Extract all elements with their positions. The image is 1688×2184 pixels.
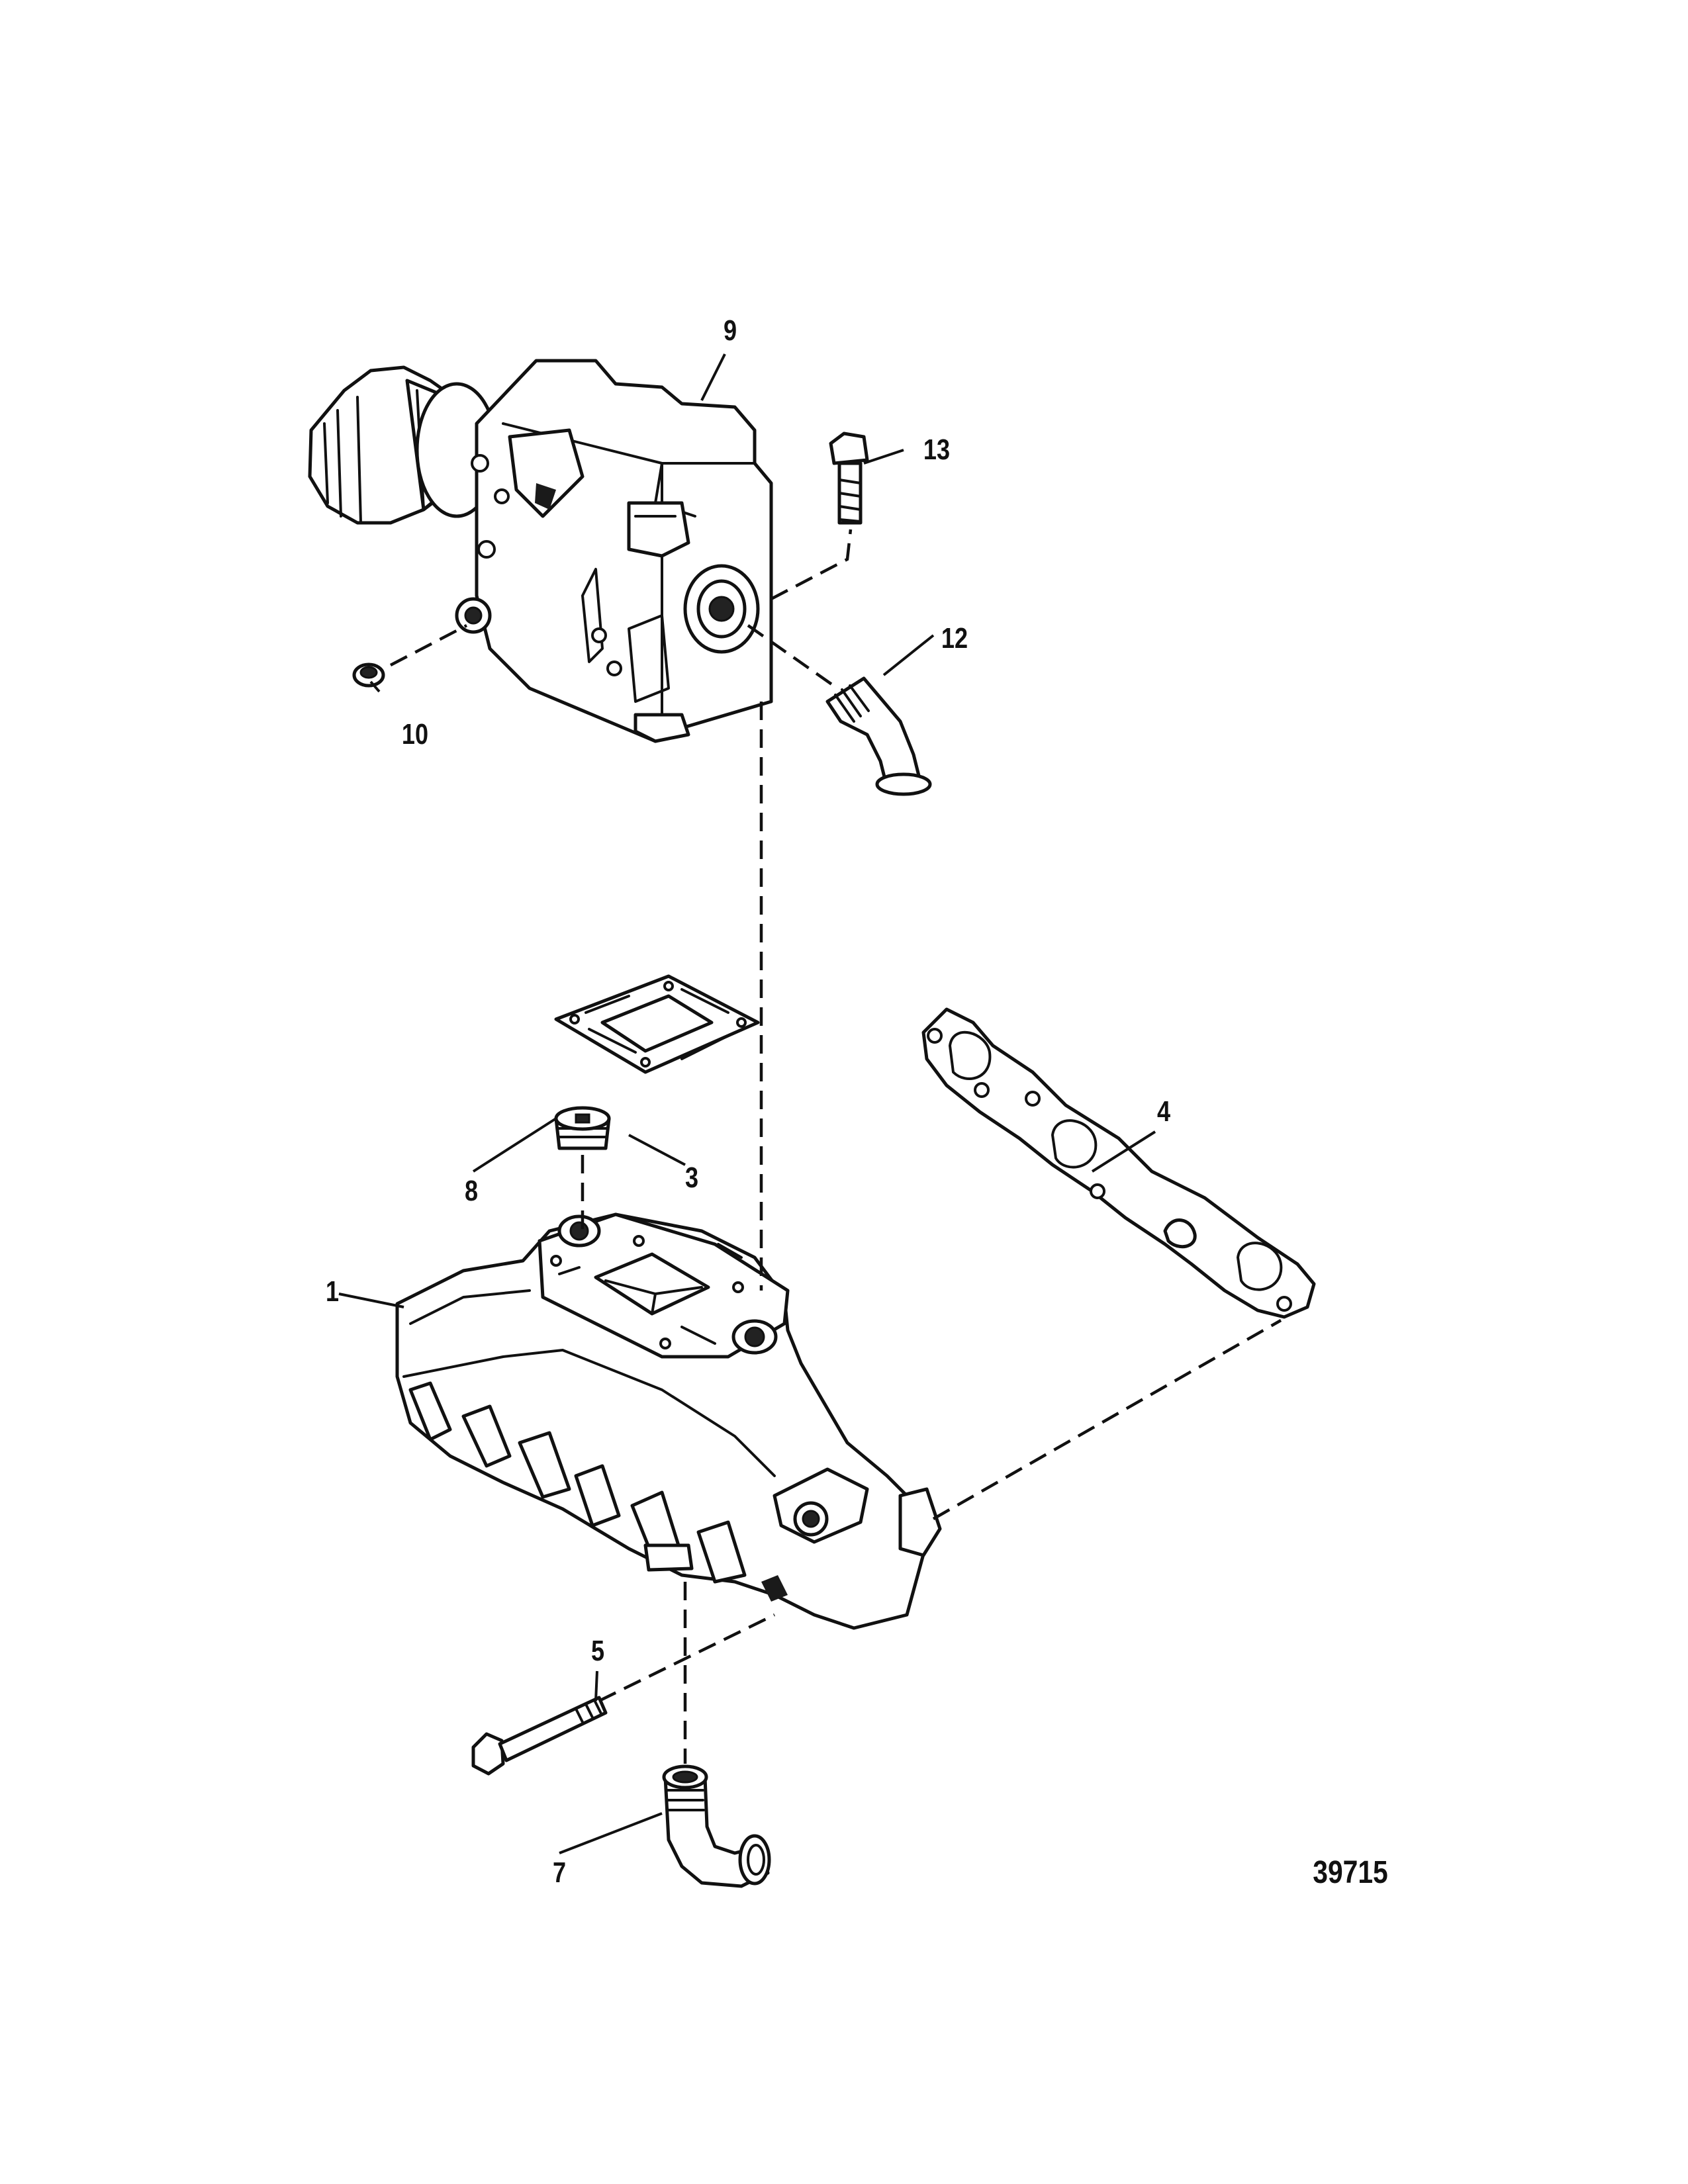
- callout-label-13: 13: [923, 433, 951, 466]
- figure-reference-number: 39715: [1313, 1855, 1388, 1890]
- part-5-long-bolt: [471, 1696, 608, 1776]
- callout-label-10: 10: [401, 718, 429, 751]
- part-4-manifold-gasket: [921, 1007, 1316, 1319]
- part-13-bolt: [829, 432, 869, 525]
- part-1-exhaust-manifold: [395, 1212, 942, 1630]
- callout-label-1: 1: [325, 1275, 340, 1308]
- callout-label-12: 12: [941, 622, 968, 655]
- callout-label-3: 3: [684, 1161, 699, 1194]
- callout-label-9: 9: [723, 314, 737, 347]
- callout-label-7: 7: [552, 1856, 567, 1889]
- callout-label-8: 8: [464, 1175, 479, 1207]
- callout-label-5: 5: [590, 1635, 605, 1667]
- part-7-elbow-fitting: [662, 1764, 771, 1888]
- part-9-exhaust-elbow: [308, 359, 773, 743]
- part-8-elbow-gasket: [554, 974, 760, 1074]
- part-12-elbow-fitting: [825, 676, 932, 796]
- callout-label-4: 4: [1156, 1095, 1171, 1128]
- assembly-alignment-lines: [389, 529, 1282, 1764]
- callout-leader-lines: [338, 353, 1156, 1854]
- part-10-plug: [352, 662, 385, 688]
- part-3-pipe-plug: [554, 1106, 611, 1150]
